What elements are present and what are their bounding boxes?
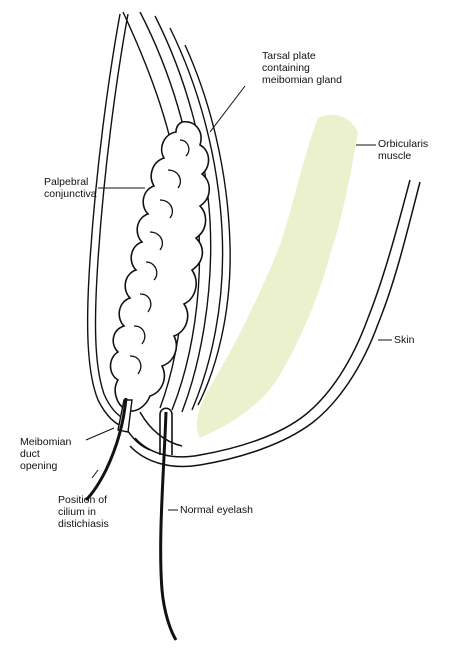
label-line: Orbicularis	[378, 138, 428, 150]
label-line: Palpebral	[44, 176, 97, 188]
label-line: opening	[20, 460, 71, 472]
label-line: cilium in	[58, 506, 109, 518]
label-skin: Skin	[394, 334, 414, 346]
label-orbicularis: Orbicularis muscle	[378, 138, 428, 162]
label-tarsal-plate: Tarsal plate containing meibomian gland	[262, 50, 342, 86]
label-meibomian-duct: Meibomian duct opening	[20, 436, 71, 472]
normal-eyelash	[161, 412, 176, 640]
leader-tarsal	[210, 86, 245, 132]
lid-margin	[126, 412, 182, 450]
label-palpebral: Palpebral conjunctiva	[44, 176, 97, 200]
label-line: Normal eyelash	[180, 504, 253, 516]
label-line: Skin	[394, 334, 414, 346]
label-line: Meibomian	[20, 436, 71, 448]
label-position-cilium: Position of cilium in distichiasis	[58, 494, 109, 530]
label-line: muscle	[378, 150, 428, 162]
label-line: distichiasis	[58, 518, 109, 530]
label-line: containing	[262, 62, 342, 74]
label-line: duct	[20, 448, 71, 460]
label-line: Position of	[58, 494, 109, 506]
leader-meibomian	[86, 428, 114, 440]
label-normal-eyelash: Normal eyelash	[180, 504, 253, 516]
label-line: meibomian gland	[262, 74, 342, 86]
label-line: Tarsal plate	[262, 50, 342, 62]
meibomian-gland	[111, 122, 210, 411]
leader-cilium	[92, 470, 98, 478]
label-line: conjunctiva	[44, 188, 97, 200]
